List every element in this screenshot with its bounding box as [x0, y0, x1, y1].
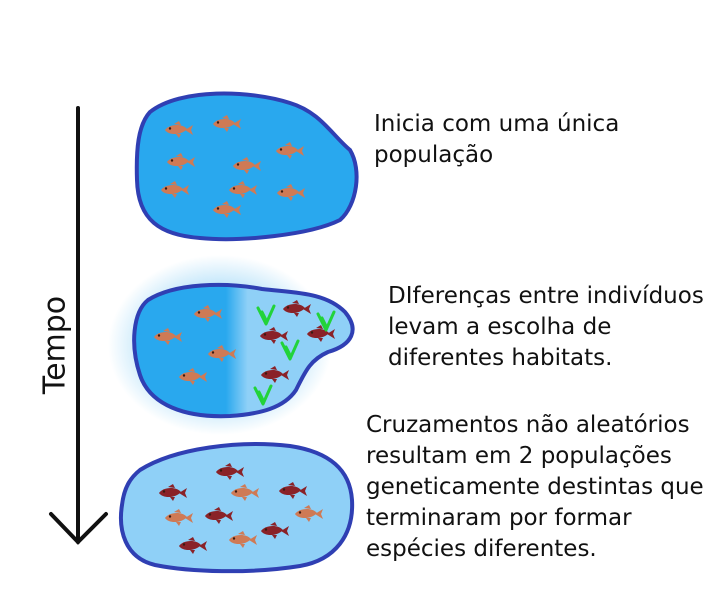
caption-line: DIferenças entre indivíduos — [388, 283, 704, 309]
caption-line: Cruzamentos não aleatórios — [366, 412, 690, 438]
caption-line: diferentes habitats. — [388, 345, 613, 371]
stage-3-caption: Cruzamentos não aleatórios resultam em 2… — [366, 410, 704, 565]
caption-line: resultam em 2 populações — [366, 443, 672, 469]
pond-two-species — [119, 442, 355, 574]
caption-line: espécies diferentes. — [366, 536, 597, 562]
down-arrow-icon — [49, 106, 108, 545]
stage-1-caption: Inicia com uma única população — [374, 109, 619, 171]
caption-line: população — [374, 142, 494, 168]
pond-habitat-split — [108, 255, 355, 435]
time-axis-label: Tempo — [37, 295, 73, 395]
caption-line: levam a escolha de — [388, 314, 612, 340]
caption-line: terminaram por formar — [366, 505, 632, 531]
pond-single-population — [134, 91, 359, 242]
caption-line: Inicia com uma única — [374, 111, 620, 137]
caption-line: geneticamente destintas que — [366, 474, 704, 500]
stage-2-caption: DIferenças entre indivíduos levam a esco… — [388, 281, 704, 374]
